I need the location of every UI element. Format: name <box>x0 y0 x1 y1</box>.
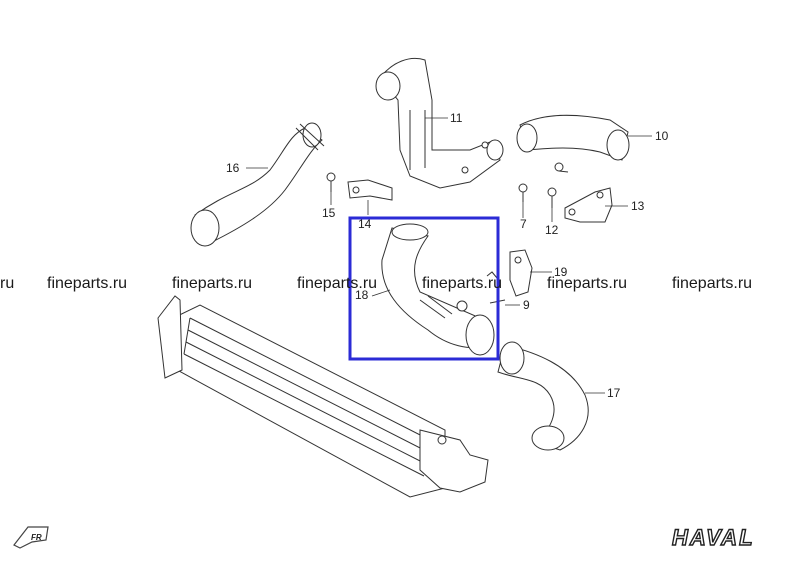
callout-17: 17 <box>607 386 621 400</box>
intercooler[interactable] <box>157 295 489 498</box>
callout-11: 11 <box>450 111 463 125</box>
watermark: fineparts.ru <box>547 275 627 292</box>
bolt-extra[interactable] <box>554 162 569 173</box>
hose-17[interactable] <box>497 341 589 451</box>
callout-7: 7 <box>520 217 527 231</box>
hose-18[interactable] <box>381 223 495 356</box>
callout-9: 9 <box>523 298 530 312</box>
callout-13: 13 <box>631 199 645 213</box>
watermark: fineparts.ru <box>297 275 377 292</box>
bolt-15[interactable] <box>326 172 336 192</box>
pipe-11[interactable] <box>375 57 504 189</box>
direction-badge: FR <box>13 526 49 549</box>
bolt-7[interactable] <box>518 183 528 202</box>
watermark-row: ru fineparts.ru fineparts.ru fineparts.r… <box>0 275 752 292</box>
hose-16[interactable] <box>190 122 325 247</box>
bolt-12[interactable] <box>547 187 557 208</box>
watermark: fineparts.ru <box>47 275 127 292</box>
hose-10[interactable] <box>516 114 630 161</box>
callout-19: 19 <box>554 265 568 279</box>
watermark: fineparts.ru <box>422 275 502 292</box>
watermark-edge: ru <box>0 275 14 292</box>
leader-lines <box>246 117 652 394</box>
highlight-box <box>348 216 500 361</box>
callout-16: 16 <box>226 161 240 175</box>
callout-14: 14 <box>358 217 372 231</box>
callout-10: 10 <box>655 129 669 143</box>
bracket-19[interactable] <box>509 249 533 297</box>
bracket-14[interactable] <box>347 179 393 201</box>
callout-18: 18 <box>355 288 369 302</box>
brand-logo: HAVAL <box>671 524 755 550</box>
callout-12: 12 <box>545 223 559 237</box>
watermark: fineparts.ru <box>672 275 752 292</box>
bracket-13[interactable] <box>564 187 613 223</box>
brand-logo-text: HAVAL <box>672 525 755 550</box>
callout-15: 15 <box>322 206 336 220</box>
watermark: fineparts.ru <box>172 275 252 292</box>
direction-badge-label: FR <box>31 533 42 542</box>
